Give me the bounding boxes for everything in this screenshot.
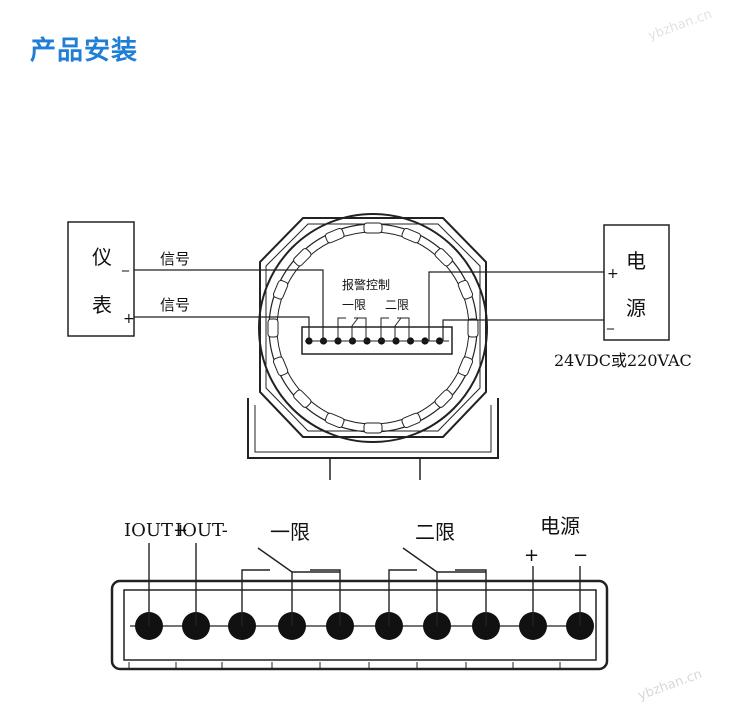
thread-lug [363,422,383,434]
watermark-top: ybzhan.cn [646,7,714,44]
small-relay-contacts [337,317,410,341]
power-char-1: 电 [626,249,646,273]
instrument-minus: _ [121,256,130,272]
thread-lug [434,389,453,408]
internal-terminal-strip [301,326,453,355]
signal-wires [134,269,324,341]
thread-lug [272,356,289,377]
terminal-block [110,579,609,671]
signal-label-2: 信号 [160,296,190,314]
power-minus-label: − [573,545,588,566]
relay-contact-1 [241,547,341,626]
iout-minus-label: IOUT- [175,520,228,541]
power-char-2: 源 [626,296,646,320]
power-minus: _ [606,314,615,330]
instrument-plus: + [123,311,135,327]
signal-label-1: 信号 [160,250,190,268]
supply-voltage-text: 24VDC或220VAC [554,351,692,370]
power-plus-label: + [524,545,539,566]
thread-lug [324,227,345,244]
alarm-control-label: 报警控制 [342,277,390,292]
thread-lug [293,389,312,408]
limit-1-label-small: 一限 [342,298,366,312]
limit-2-label: 二限 [415,520,455,544]
output-leads [148,543,581,626]
thread-lug [272,279,289,300]
relay-contact-2 [388,547,487,626]
thread-lug [267,318,279,338]
thread-lug [401,412,422,429]
power-plus: + [607,266,619,282]
instrument-char-2: 表 [92,293,112,317]
watermark: ybzhan.cn [636,667,704,704]
limit-1-label: 一限 [270,520,310,544]
power-label: 电源 [540,514,580,538]
thread-lug [457,279,474,300]
transmitter-housing [247,398,499,480]
thread-lug [401,227,422,244]
thread-lug [457,356,474,377]
limit-2-label-small: 二限 [385,298,409,312]
thread-lugs [267,222,479,434]
thread-lug [434,248,453,267]
instrument-box: 仪 表 _ + [67,221,135,337]
thread-lug [324,412,345,429]
iout-plus-label: IOUT+ [124,520,188,541]
power-wires [428,271,604,341]
page-title: 产品安装 [30,36,139,66]
thread-lug [467,318,479,338]
thread-lug [293,248,312,267]
thread-lug [363,222,383,234]
power-box: 电 源 + _ [603,224,670,341]
instrument-char-1: 仪 [92,245,112,269]
